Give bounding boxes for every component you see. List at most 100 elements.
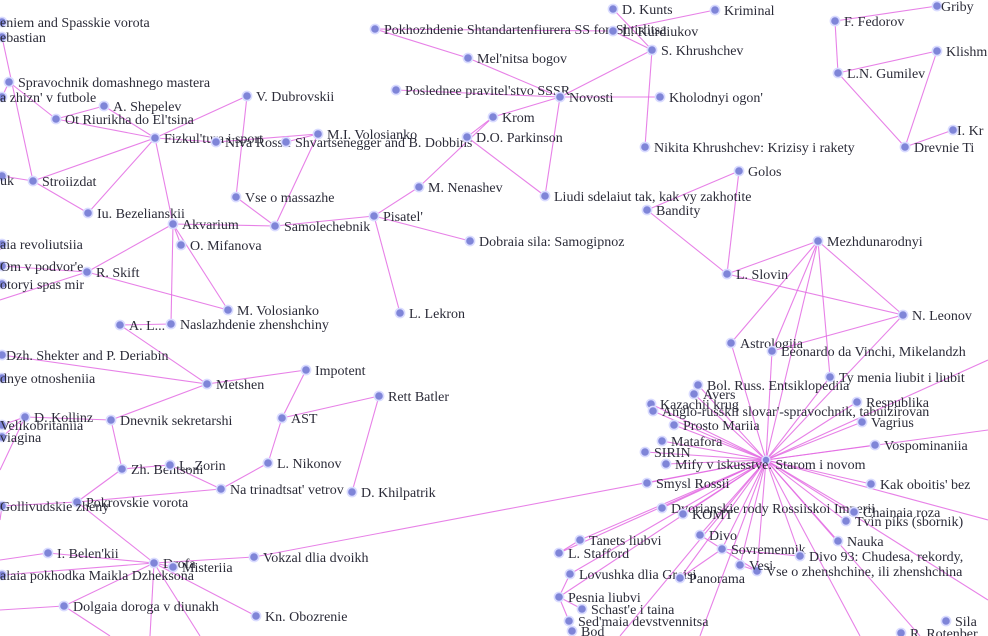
- graph-node[interactable]: a zhizn' v futbole: [0, 91, 96, 106]
- graph-node[interactable]: Vse o massazhe: [230, 191, 334, 206]
- graph-node[interactable]: Astrologiia: [725, 337, 804, 352]
- graph-node[interactable]: KOMT: [677, 508, 734, 523]
- graph-node[interactable]: Bandity: [641, 204, 700, 219]
- graph-node[interactable]: Anglo-russkii slovar'-spravochnik, tabui…: [647, 405, 929, 420]
- graph-node[interactable]: Bod: [566, 625, 604, 636]
- graph-node[interactable]: Mify v iskusstve. Starom i novom: [660, 458, 866, 473]
- graph-node[interactable]: Krom: [487, 111, 535, 126]
- graph-node[interactable]: Stroiizdat: [27, 175, 97, 190]
- graph-node[interactable]: Vagrius: [856, 416, 914, 431]
- graph-node[interactable]: O. Mifanova: [175, 239, 262, 254]
- graph-node[interactable]: L. Nikonov: [262, 457, 342, 472]
- graph-node[interactable]: Dnevnik sekretarshi: [105, 414, 232, 429]
- graph-node[interactable]: M. Volosianko: [222, 304, 319, 319]
- graph-node[interactable]: Kak oboitis' bez: [865, 478, 970, 493]
- graph-node[interactable]: Pokrovskie vorota: [71, 496, 189, 511]
- graph-node[interactable]: Leonardo da Vinchi, Mikelandzh: [766, 345, 966, 360]
- graph-node[interactable]: Velikobritaniia: [0, 419, 84, 434]
- graph-node[interactable]: Vesi: [734, 559, 773, 574]
- graph-node[interactable]: Avers: [688, 388, 735, 403]
- graph-node[interactable]: L. Lekron: [394, 307, 465, 322]
- graph-node[interactable]: Kholodnyi ogon': [654, 91, 763, 106]
- graph-node[interactable]: M. Nenashev: [413, 181, 503, 196]
- graph-node[interactable]: L. Kurdiukov: [607, 25, 698, 40]
- graph-node[interactable]: Tvin piks (sbornik): [840, 515, 963, 530]
- graph-node[interactable]: Tanets liubvi: [574, 534, 662, 549]
- graph-node[interactable]: SIRIN: [639, 446, 691, 461]
- graph-node[interactable]: F. Fedorov: [829, 15, 904, 30]
- graph-node[interactable]: Poslednee pravitel'stvo SSSR: [390, 84, 571, 99]
- graph-node[interactable]: Nikita Khrushchev: Krizisy i rakety: [639, 141, 855, 156]
- graph-node[interactable]: Zh. Bentsoni: [116, 463, 203, 478]
- graph-node[interactable]: Prosto Mariia: [668, 419, 760, 434]
- graph-node[interactable]: R. Skift: [81, 266, 140, 281]
- graph-node[interactable]: Nauka: [832, 535, 884, 550]
- graph-node[interactable]: Vospominaniia: [869, 439, 969, 454]
- graph-node[interactable]: alaia pokhodka Maikla Dzheksona: [0, 569, 195, 584]
- graph-node[interactable]: Chainaia roza: [848, 506, 941, 521]
- graph-node[interactable]: dnye otnosheniia: [0, 372, 96, 387]
- graph-node[interactable]: D.O. Parkinson: [461, 131, 563, 146]
- graph-node[interactable]: L. Stafford: [553, 547, 629, 562]
- graph-node[interactable]: Niva Rossii: [210, 136, 291, 151]
- graph-node[interactable]: Akvarium: [167, 218, 239, 233]
- graph-node[interactable]: Smysl Rossii: [641, 477, 730, 492]
- graph-node[interactable]: Mel'nitsa bogov: [462, 52, 567, 67]
- graph-node[interactable]: Rett Batler: [373, 390, 449, 405]
- graph-node[interactable]: Klishm: [931, 45, 987, 60]
- graph-node[interactable]: Matafora: [656, 435, 723, 450]
- graph-node[interactable]: AST: [276, 412, 318, 427]
- graph-node[interactable]: Novosti: [554, 91, 613, 106]
- graph-node[interactable]: N. Leonov: [897, 309, 972, 324]
- graph-node[interactable]: Impotent: [300, 364, 366, 379]
- graph-node[interactable]: Mezhdunarodnyi: [812, 235, 923, 250]
- graph-node[interactable]: Samolechebnik: [269, 220, 370, 235]
- graph-node[interactable]: Naslazhdenie zhenshchiny: [165, 318, 329, 333]
- graph-node[interactable]: A. Shepelev: [98, 100, 181, 115]
- graph-node[interactable]: Sovremennik: [716, 543, 806, 558]
- graph-node[interactable]: Iu. Bezelianskii: [82, 207, 185, 222]
- graph-node[interactable]: eniem and Spasskie vorota: [0, 16, 150, 31]
- graph-node[interactable]: Lovushka dlia Greisi: [564, 568, 697, 583]
- graph-node[interactable]: Gollivudskie zheny: [0, 500, 109, 515]
- graph-node[interactable]: S. Khrushchev: [646, 44, 743, 59]
- graph-node[interactable]: Schast'e i taina: [576, 603, 675, 618]
- graph-node[interactable]: viagina: [0, 431, 42, 446]
- graph-node[interactable]: otoryi spas mir: [0, 278, 84, 293]
- graph-node[interactable]: Pisatel': [368, 210, 423, 225]
- graph-node[interactable]: Misteriia: [167, 561, 233, 576]
- graph-node[interactable]: D. Khilpatrik: [346, 486, 436, 501]
- graph-node[interactable]: Vse o zhenshchine, ili zhenshchina: [751, 565, 963, 580]
- graph-node[interactable]: Kriminal: [709, 4, 775, 19]
- graph-node[interactable]: Ty menia liubit i liubit: [824, 371, 965, 386]
- graph-node[interactable]: Kn. Obozrenie: [250, 610, 347, 625]
- graph-node[interactable]: Shvartsenegger and B. Dobbins: [280, 136, 472, 151]
- graph-node[interactable]: Dobraia sila: Samogipnoz: [464, 235, 624, 250]
- graph-node[interactable]: L.N. Gumilev: [832, 67, 925, 82]
- graph-node[interactable]: Liudi sdelaiut tak, kak vy zakhotite: [539, 190, 752, 205]
- graph-node[interactable]: Divo 93: Chudesa, rekordy,: [794, 550, 963, 565]
- graph-node[interactable]: Spravochnik domashnego mastera: [3, 76, 211, 91]
- graph-node[interactable]: Om v podvor'e: [0, 260, 83, 275]
- graph-node[interactable]: Pesnia liubvi: [553, 591, 641, 606]
- graph-node[interactable]: Golos: [733, 165, 781, 180]
- graph-node[interactable]: L. Slovin: [721, 268, 788, 283]
- graph-node[interactable]: Divo: [694, 529, 737, 544]
- graph-node[interactable]: Dvorianskie rody Rossiiskoi Imperii: [656, 502, 875, 517]
- graph-node[interactable]: aia revoliutsiia: [0, 238, 84, 253]
- graph-node[interactable]: Drevnie Ti: [899, 141, 974, 156]
- graph-node[interactable]: V. Dubrovskii: [241, 90, 334, 105]
- graph-node[interactable]: Na trinadtsat' vetrov: [215, 483, 344, 498]
- graph-node[interactable]: Dolgaia doroga v diunakh: [58, 600, 219, 615]
- graph-node[interactable]: ebastian: [0, 31, 46, 46]
- graph-node[interactable]: Sed'maia devstvennitsa: [563, 615, 709, 630]
- graph-node[interactable]: uk: [0, 170, 14, 189]
- graph-node[interactable]: D. Kunts: [607, 3, 673, 18]
- graph-node[interactable]: Panorama: [674, 572, 746, 587]
- graph-node[interactable]: Griby: [931, 0, 974, 15]
- graph-node[interactable]: Metshen: [201, 378, 264, 393]
- graph-node[interactable]: Vokzal dlia dvoikh: [248, 551, 369, 566]
- graph-node[interactable]: R. Rotenber: [895, 627, 978, 636]
- graph-node[interactable]: L. Zorin: [164, 459, 226, 474]
- graph-node[interactable]: M.I. Volosianko: [312, 128, 417, 143]
